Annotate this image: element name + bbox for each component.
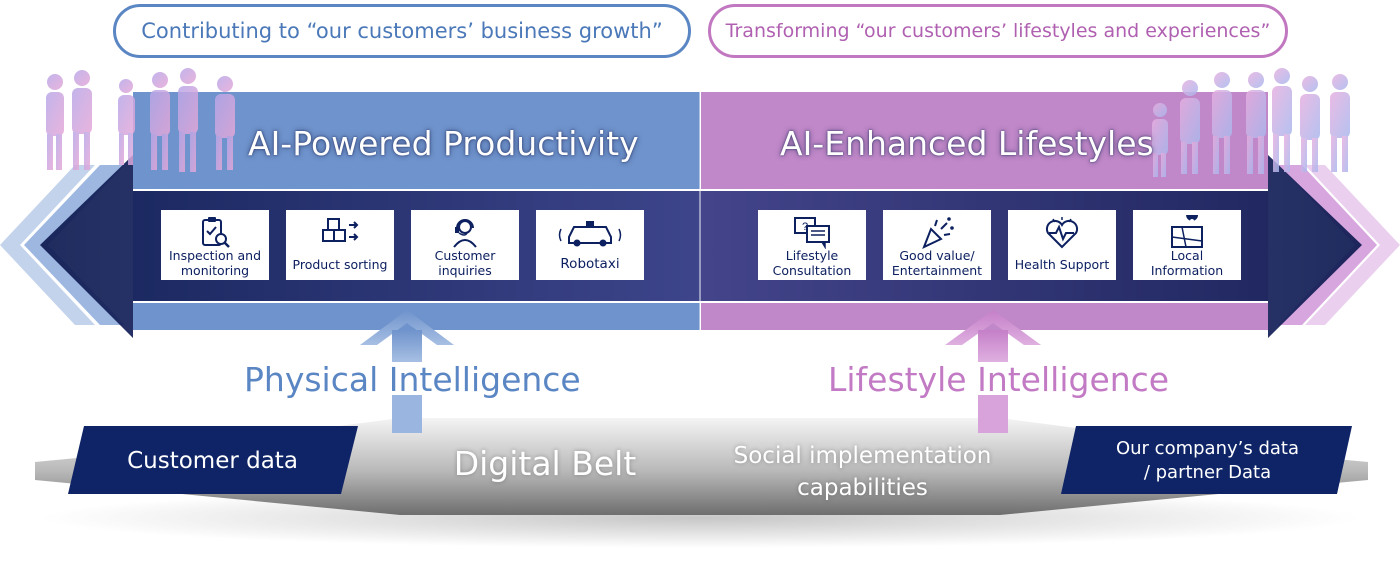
heart-pulse-icon <box>1045 217 1079 249</box>
physical-intelligence-label: Physical Intelligence <box>244 360 581 399</box>
card-inspection: Inspection and monitoring <box>161 210 269 280</box>
lifestyle-intelligence-label: Lifestyle Intelligence <box>828 360 1170 399</box>
people-silhouettes-left <box>46 68 235 172</box>
card-product-sorting: Product sorting <box>286 210 394 280</box>
clipboard-magnifier-icon <box>202 217 230 248</box>
people-silhouettes-right <box>1152 68 1350 177</box>
physical-up-arrow <box>360 310 454 433</box>
social-capabilities-label: Social implementation capabilities <box>733 443 992 501</box>
card-good-value: Good value/ Entertainment <box>883 210 991 280</box>
productivity-title: AI-Powered Productivity <box>248 124 639 163</box>
card-label-health-support: Health Support <box>1014 257 1110 272</box>
card-label-robotaxi: Robotaxi <box>560 256 620 272</box>
lifestyle-up-arrow <box>945 310 1041 433</box>
map-pin-icon <box>1171 215 1203 248</box>
card-label-inspection: Inspection and monitoring <box>168 248 262 278</box>
autonomous-car-icon <box>558 221 622 247</box>
card-label-local-information: Local Information <box>1150 248 1224 278</box>
card-label-customer-inquiries: Customer inquiries <box>434 248 496 278</box>
headset-agent-icon <box>453 219 477 248</box>
card-label-good-value: Good value/ Entertainment <box>891 248 983 278</box>
company-data-block <box>1061 426 1352 494</box>
card-label-product-sorting: Product sorting <box>292 257 388 272</box>
bidirectional-arrow <box>40 155 1362 338</box>
boxes-arrows-icon <box>322 218 359 242</box>
party-popper-icon <box>922 217 954 249</box>
card-health-support: Health Support <box>1008 210 1116 280</box>
lifestyles-title: AI-Enhanced Lifestyles <box>780 124 1154 163</box>
lifestyle-transform-pill: Transforming “our customers’ lifestyles … <box>708 4 1288 58</box>
card-label-lifestyle-consultation: Lifestyle Consultation <box>772 248 852 278</box>
company-data-label: Our company’s data / partner Data <box>1115 438 1300 483</box>
digital-belt-label: Digital Belt <box>453 444 637 483</box>
customer-data-label: Customer data <box>127 448 298 474</box>
card-robotaxi: Robotaxi <box>536 210 644 280</box>
chat-bubbles-icon: ? <box>794 217 830 249</box>
customer-data-block <box>68 426 358 494</box>
digital-belt-platform <box>35 418 1368 515</box>
card-lifestyle-consultation: ? Lifestyle Consultation <box>758 210 866 280</box>
business-growth-pill: Contributing to “our customers’ business… <box>113 4 691 58</box>
svg-text:?: ? <box>802 221 808 233</box>
card-local-information: Local Information <box>1133 210 1241 280</box>
card-customer-inquiries: Customer inquiries <box>411 210 519 280</box>
